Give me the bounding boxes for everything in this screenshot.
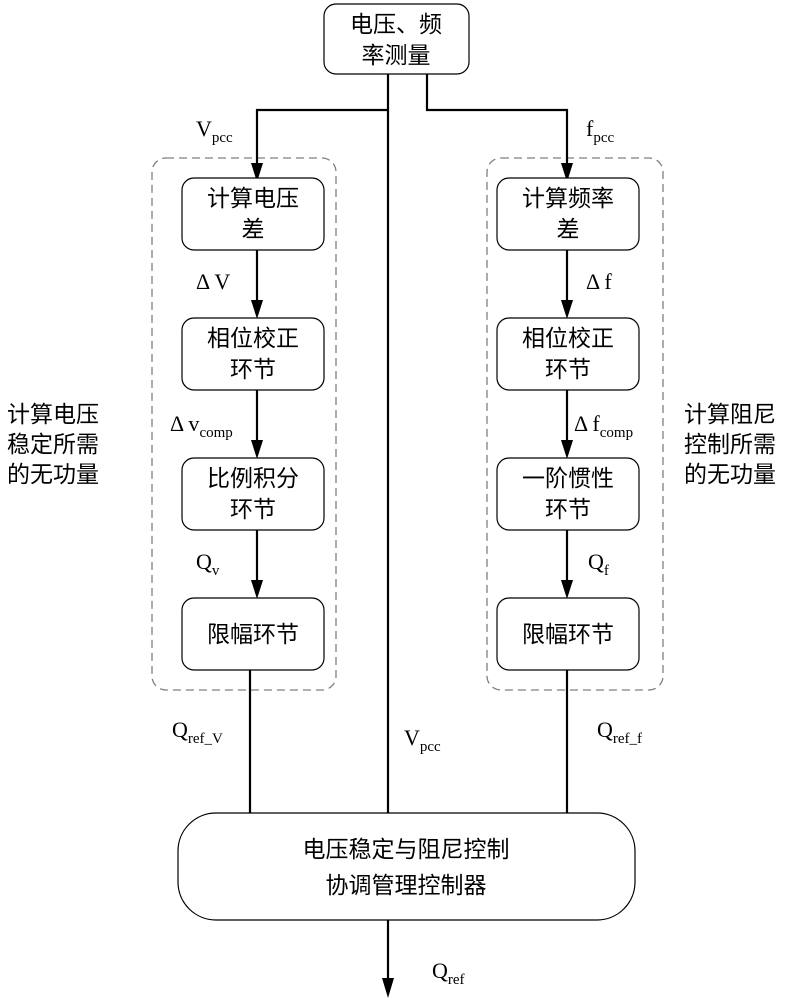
delta-fcomp-label: Δ fcomp	[574, 411, 633, 441]
voltage-group-caption-line2: 稳定所需	[7, 432, 99, 458]
qref-f-label: Qref_f	[597, 717, 642, 747]
damping-group-caption-line2: 控制所需	[684, 432, 776, 458]
arrowhead	[251, 580, 263, 599]
arrowhead	[251, 300, 263, 319]
voltage-phase-correction-label-line1: 相位校正	[207, 326, 299, 352]
arrowhead	[251, 163, 263, 182]
frequency-difference-label-line1: 计算频率	[522, 186, 614, 212]
first-order-inertia-label-line1: 一阶惯性	[522, 466, 614, 492]
measurement-block	[323, 3, 470, 75]
voltage-limiter-label: 限幅环节	[207, 622, 299, 648]
arrowhead	[382, 978, 394, 998]
first-order-inertia-label-line2: 环节	[545, 497, 591, 523]
voltage-phase-correction-block	[181, 317, 325, 391]
voltage-phase-correction-label-line2: 环节	[230, 357, 276, 383]
frequency-phase-correction-label-line1: 相位校正	[522, 326, 614, 352]
delta-f-label: Δ f	[586, 269, 612, 294]
vpcc-mid-label: Vpcc	[404, 725, 441, 755]
frequency-difference-block	[496, 177, 640, 251]
delta-vcomp-label: Δ vcomp	[170, 411, 233, 441]
pi-label-line1: 比例积分	[207, 466, 299, 492]
fpcc-top-label: fpcc	[586, 116, 614, 146]
qv-label: Qv	[196, 549, 220, 579]
measurement-label-line1: 电压、频	[350, 12, 442, 38]
delta-v-label: Δ V	[196, 269, 230, 294]
frequency-phase-correction-label-line2: 环节	[545, 357, 591, 383]
damping-group-caption-line1: 计算阻尼	[684, 402, 776, 428]
arrowhead	[561, 580, 573, 599]
fpcc-wire	[425, 74, 569, 168]
arrowhead	[561, 163, 573, 182]
arrowhead	[251, 440, 263, 459]
measurement-label-line2: 率测量	[362, 43, 431, 69]
voltage-group-caption-line1: 计算电压	[7, 402, 99, 428]
arrowhead	[561, 300, 573, 319]
voltage-difference-block	[181, 177, 325, 251]
damping-group-caption-line3: 的无功量	[684, 462, 776, 488]
coordination-controller-label-line2: 协调管理控制器	[326, 873, 487, 899]
arrowhead	[561, 440, 573, 459]
coordination-controller-label-line1: 电压稳定与阻尼控制	[303, 837, 510, 863]
frequency-limiter-block	[496, 597, 640, 671]
pi-label-line2: 环节	[230, 497, 276, 523]
vpcc-wire	[255, 108, 388, 168]
first-order-inertia-block	[496, 457, 640, 531]
frequency-phase-correction-block	[496, 317, 640, 391]
frequency-limiter-label: 限幅环节	[522, 622, 614, 648]
pi-block	[181, 457, 325, 531]
voltage-group-frame	[151, 157, 337, 691]
frequency-difference-label-line2: 差	[557, 217, 580, 243]
qref-v-label: Qref_V	[172, 717, 223, 747]
voltage-difference-label-line1: 计算电压	[207, 186, 299, 212]
qref-output-label: Qref	[432, 958, 465, 988]
qf-label: Qf	[588, 549, 609, 579]
damping-group-frame	[486, 157, 664, 691]
vpcc-top-label: Vpcc	[196, 116, 233, 146]
voltage-limiter-block	[181, 597, 325, 671]
voltage-group-caption-line3: 的无功量	[7, 462, 99, 488]
coordination-controller-block	[177, 812, 636, 921]
voltage-difference-label-line2: 差	[242, 217, 265, 243]
